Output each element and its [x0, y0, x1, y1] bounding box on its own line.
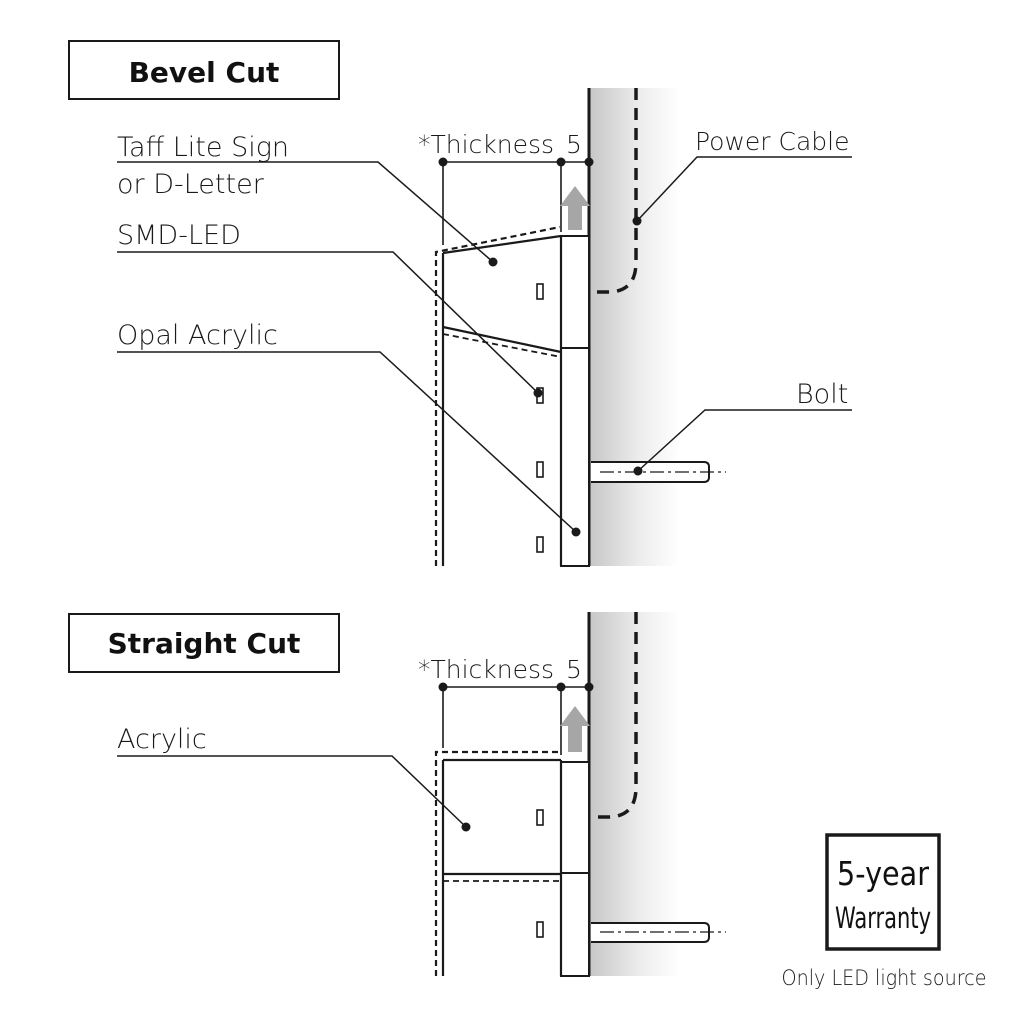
label-power-cable: Power Cable	[695, 127, 850, 156]
straight-up-arrow-icon	[560, 706, 590, 752]
led-chip	[536, 809, 544, 826]
led-chip	[536, 921, 544, 938]
straight-cut-section: Straight Cut *Thickness 5	[68, 612, 726, 977]
bevel-bolt	[591, 461, 726, 483]
straight-dimension: *Thickness 5	[418, 655, 594, 755]
bevel-thickness-label: *Thickness	[418, 130, 554, 159]
straight-power-cable	[589, 612, 638, 819]
bevel-up-arrow-icon	[560, 186, 590, 230]
straight-gap-value: 5	[566, 655, 582, 684]
straight-sign-body	[434, 750, 590, 977]
warranty-badge: 5-year Warranty Only LED light source	[782, 833, 987, 990]
bevel-wall	[589, 88, 679, 566]
warranty-box	[825, 833, 941, 951]
label-bolt: Bolt	[796, 379, 848, 410]
straight-title-box	[68, 613, 340, 673]
led-chip	[536, 283, 544, 300]
warranty-line1: 5-year	[837, 854, 929, 893]
label-opal-acrylic: Opal Acrylic	[117, 320, 278, 351]
label-sign-line2: or D-Letter	[117, 169, 265, 200]
label-acrylic: Acrylic	[117, 724, 207, 755]
bevel-title-box	[68, 40, 340, 100]
straight-callouts: Acrylic	[117, 724, 471, 832]
bevel-gap-value: 5	[566, 130, 582, 159]
straight-bolt	[591, 922, 726, 943]
label-sign-line1: Taff Lite Sign	[117, 132, 289, 163]
bevel-sign-body	[434, 225, 590, 567]
straight-title: Straight Cut	[108, 627, 301, 660]
bevel-title: Bevel Cut	[129, 56, 280, 89]
bevel-cut-section: Bevel Cut	[68, 40, 852, 567]
warranty-note: Only LED light source	[782, 966, 987, 990]
led-chip	[536, 536, 544, 553]
straight-thickness-label: *Thickness	[418, 655, 554, 684]
bevel-callouts: Taff Lite Sign or D-Letter SMD-LED Opal …	[117, 127, 852, 537]
bevel-power-cable	[589, 88, 638, 294]
led-chip	[536, 461, 544, 478]
warranty-line2: Warranty	[835, 901, 931, 935]
bevel-dimension: *Thickness 5	[418, 130, 594, 245]
label-smd-led: SMD-LED	[117, 220, 241, 251]
